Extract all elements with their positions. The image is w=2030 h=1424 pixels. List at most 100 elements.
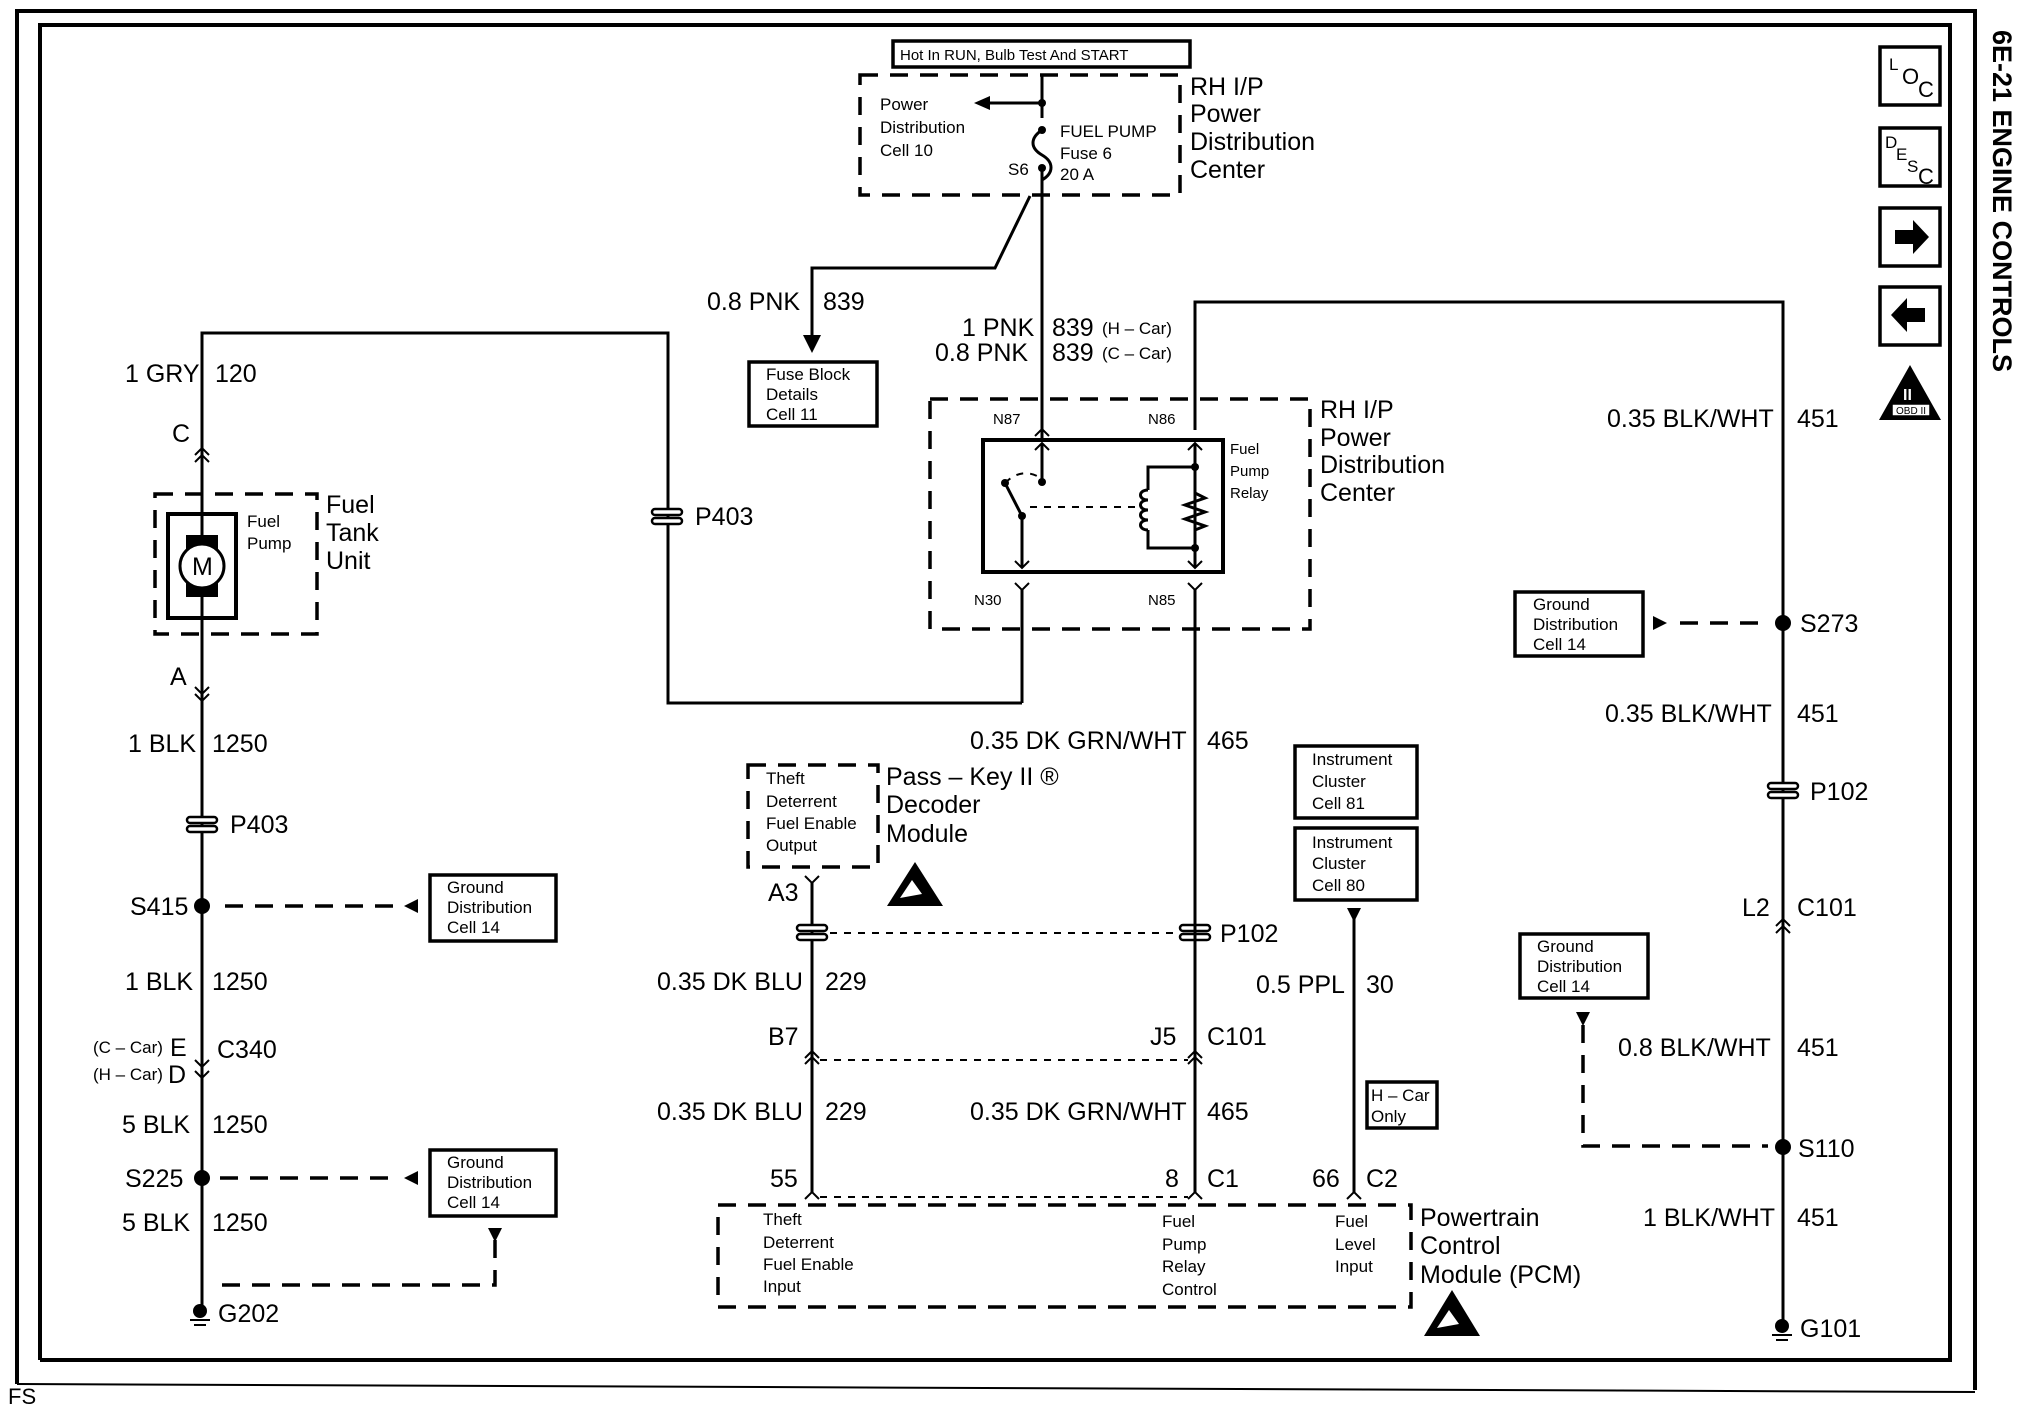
pin-8: 8 bbox=[1165, 1165, 1179, 1193]
wire-gauge-label: 0.35 DK GRN/WHT bbox=[970, 727, 1187, 755]
splice-label: S415 bbox=[130, 893, 188, 921]
svg-text:Cell 10: Cell 10 bbox=[880, 141, 933, 160]
circuit-label: 30 bbox=[1366, 971, 1394, 999]
ground-label: G101 bbox=[1800, 1315, 1861, 1343]
svg-text:Center: Center bbox=[1190, 156, 1265, 184]
svg-text:Cell 11: Cell 11 bbox=[766, 405, 818, 424]
svg-text:Only: Only bbox=[1371, 1107, 1406, 1126]
svg-text:P102: P102 bbox=[1810, 778, 1868, 806]
pcm-input-relay-control: Fuel Pump Relay Control bbox=[1162, 1212, 1217, 1299]
svg-text:(C – Car): (C – Car) bbox=[93, 1038, 163, 1057]
svg-text:Tank: Tank bbox=[326, 519, 379, 547]
svg-text:0.8 PNK: 0.8 PNK bbox=[935, 339, 1028, 367]
svg-text:S: S bbox=[1907, 157, 1918, 176]
svg-text:839: 839 bbox=[1052, 339, 1094, 367]
pin-l2: L2 bbox=[1742, 894, 1770, 922]
svg-text:II: II bbox=[1903, 387, 1912, 404]
svg-text:Input: Input bbox=[763, 1277, 801, 1296]
svg-text:Decoder: Decoder bbox=[886, 791, 981, 819]
svg-text:Relay: Relay bbox=[1230, 485, 1269, 502]
svg-text:Theft: Theft bbox=[763, 1210, 802, 1229]
svg-text:Pump: Pump bbox=[1162, 1235, 1206, 1254]
svg-text:Distribution: Distribution bbox=[447, 1173, 532, 1192]
svg-text:Distribution: Distribution bbox=[1537, 957, 1622, 976]
relay-resistor-icon bbox=[1180, 491, 1210, 532]
svg-text:Instrument: Instrument bbox=[1312, 833, 1393, 852]
connector-c101: C101 bbox=[1207, 1023, 1267, 1051]
svg-text:Level: Level bbox=[1335, 1235, 1376, 1254]
splice-s415 bbox=[194, 898, 210, 914]
wire-gauge-label: 0.5 PPL bbox=[1256, 971, 1345, 999]
svg-text:Cell 14: Cell 14 bbox=[447, 1193, 500, 1212]
wire-gauge-label: 0.35 DK GRN/WHT bbox=[970, 1098, 1187, 1126]
svg-text:O: O bbox=[1902, 64, 1919, 89]
svg-text:Distribution: Distribution bbox=[880, 118, 965, 137]
svg-text:Module (PCM): Module (PCM) bbox=[1420, 1261, 1581, 1289]
fuse-block-ref[interactable]: Fuse Block Details Cell 11 bbox=[747, 360, 879, 428]
circuit-label: 120 bbox=[215, 360, 257, 388]
svg-text:Control: Control bbox=[1162, 1280, 1217, 1299]
svg-text:Distribution: Distribution bbox=[1533, 615, 1618, 634]
svg-text:Relay: Relay bbox=[1162, 1257, 1206, 1276]
prev-arrow-icon[interactable] bbox=[1878, 285, 1942, 347]
svg-text:Theft: Theft bbox=[766, 769, 805, 788]
svg-text:Pump: Pump bbox=[247, 534, 291, 553]
circuit-label: 1250 bbox=[212, 1209, 268, 1237]
ground-distribution-ref[interactable]: Ground Distribution Cell 14 bbox=[1518, 932, 1650, 1000]
ground-distribution-ref[interactable]: Ground Distribution Cell 14 bbox=[428, 1148, 558, 1218]
wire-gauge-label: 0.8 PNK bbox=[707, 288, 800, 316]
h-car-only-note: H – Car Only bbox=[1365, 1080, 1439, 1130]
svg-text:(H – Car): (H – Car) bbox=[93, 1065, 163, 1084]
connector-c340: (C – Car) E (H – Car) D C340 bbox=[93, 1034, 277, 1089]
pin-n30: N30 bbox=[974, 592, 1002, 609]
connector-p403-mid: P403 bbox=[650, 503, 753, 531]
splice-s110 bbox=[1775, 1139, 1791, 1155]
svg-text:Pass – Key II ®: Pass – Key II ® bbox=[886, 763, 1059, 791]
wire-gauge-label: 0.35 BLK/WHT bbox=[1605, 700, 1772, 728]
svg-text:FUEL PUMP: FUEL PUMP bbox=[1060, 122, 1157, 141]
instrument-cluster-ref-81[interactable]: Instrument Cluster Cell 81 bbox=[1293, 744, 1419, 820]
svg-text:Pump: Pump bbox=[1230, 463, 1269, 480]
svg-text:Hot In RUN, Bulb Test And STAR: Hot In RUN, Bulb Test And START bbox=[900, 47, 1128, 64]
pcm-title: Powertrain Control Module (PCM) bbox=[1420, 1204, 1581, 1289]
svg-text:Cell 81: Cell 81 bbox=[1312, 794, 1365, 813]
svg-text:Fuel: Fuel bbox=[247, 512, 280, 531]
svg-text:RH I/P: RH I/P bbox=[1320, 396, 1394, 424]
pin-c: C bbox=[172, 420, 190, 448]
svg-text:Fuel: Fuel bbox=[1230, 441, 1259, 458]
fuse-icon bbox=[1031, 128, 1053, 182]
svg-text:Module: Module bbox=[886, 820, 968, 848]
svg-text:Power: Power bbox=[1320, 424, 1391, 452]
wire-gauge-label: 0.35 DK BLU bbox=[657, 1098, 803, 1126]
svg-text:Powertrain: Powertrain bbox=[1420, 1204, 1540, 1232]
fuel-tank-title: Fuel Tank Unit bbox=[326, 491, 379, 575]
footer-code: FS bbox=[8, 1384, 36, 1409]
obd2-icon[interactable]: OBD II II bbox=[1879, 365, 1941, 420]
circuit-label: 1250 bbox=[212, 730, 268, 758]
svg-text:Ground: Ground bbox=[1537, 937, 1594, 956]
arrow-to-cell10-icon bbox=[974, 96, 990, 110]
esd-warning-icon bbox=[887, 862, 943, 906]
svg-text:Ground: Ground bbox=[447, 878, 504, 897]
pcm-box bbox=[716, 1203, 1413, 1309]
wire-gauge-label: 5 BLK bbox=[122, 1111, 190, 1139]
passkey-module-title: Pass – Key II ® Decoder Module bbox=[886, 763, 1059, 848]
pin-a3: A3 bbox=[768, 879, 799, 907]
ground-distribution-ref[interactable]: Ground Distribution Cell 14 bbox=[428, 873, 558, 943]
next-arrow-icon[interactable] bbox=[1878, 206, 1942, 268]
svg-text:Cell 14: Cell 14 bbox=[1537, 977, 1590, 996]
svg-text:P403: P403 bbox=[695, 503, 753, 531]
ground-distribution-ref[interactable]: Ground Distribution Cell 14 bbox=[1513, 590, 1645, 658]
svg-text:Unit: Unit bbox=[326, 547, 371, 575]
svg-text:Cluster: Cluster bbox=[1312, 772, 1366, 791]
instrument-cluster-ref-80[interactable]: Instrument Cluster Cell 80 bbox=[1293, 826, 1419, 902]
connector-c1: C1 bbox=[1207, 1165, 1239, 1193]
wire-gauge-label: 1 GRY bbox=[125, 360, 200, 388]
pin-n86: N86 bbox=[1148, 411, 1176, 428]
svg-text:Fuse Block: Fuse Block bbox=[766, 365, 851, 384]
relay-coil-icon bbox=[1139, 488, 1149, 532]
pin-55: 55 bbox=[770, 1165, 798, 1193]
circuit-label: 451 bbox=[1797, 405, 1839, 433]
